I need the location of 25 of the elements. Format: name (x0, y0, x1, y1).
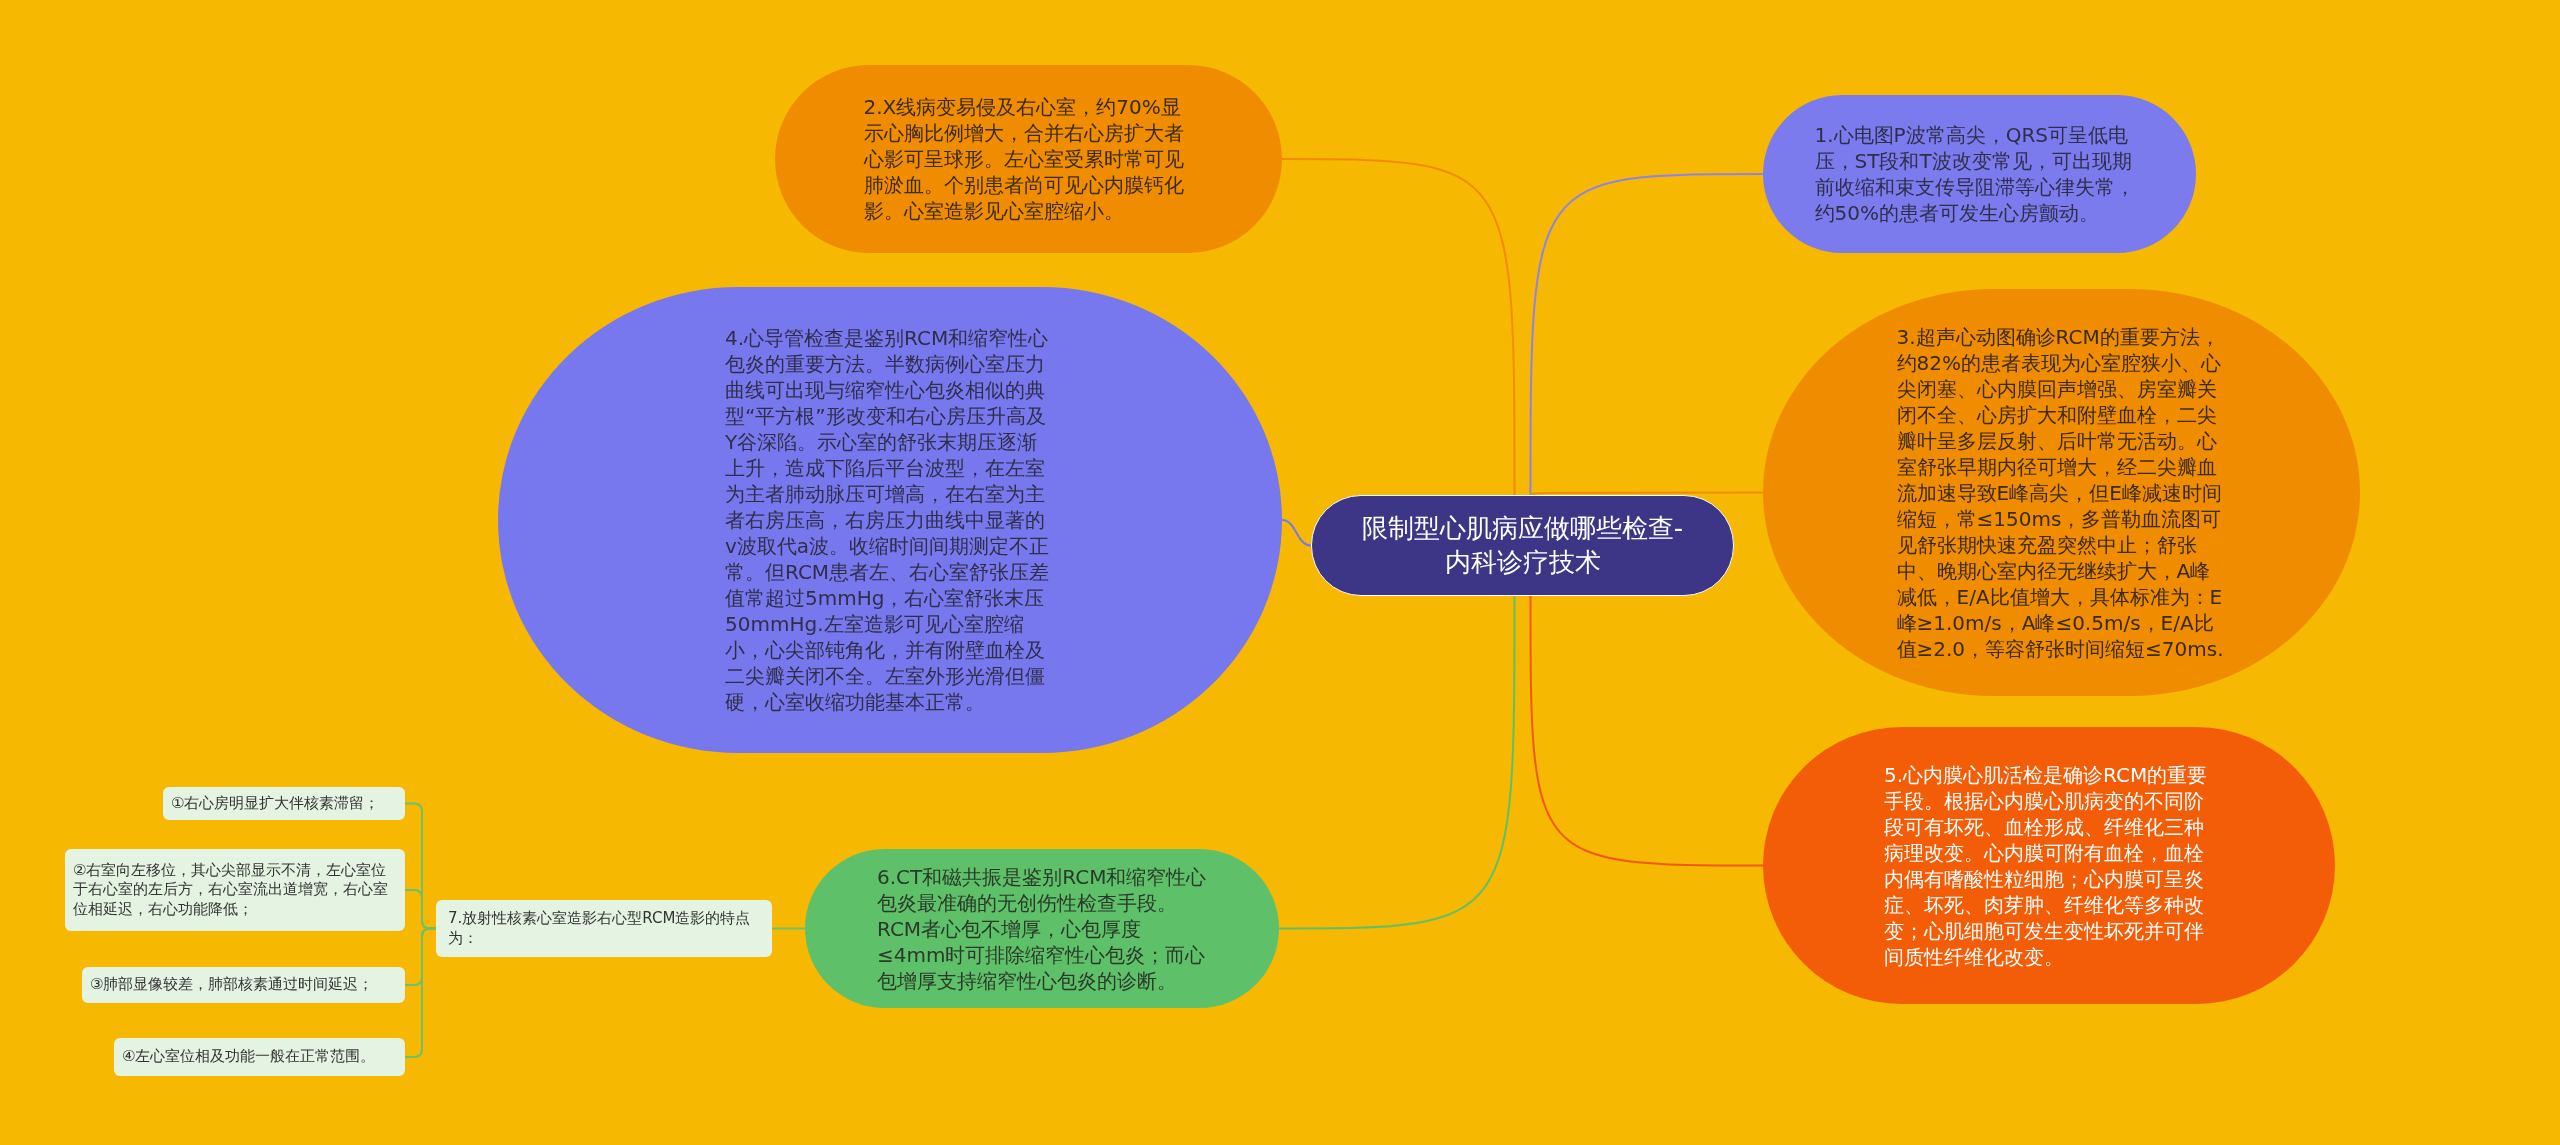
subtopic-box (82, 967, 405, 1003)
connector-line (404, 927, 437, 1058)
topic-text: ①右心房明显扩大伴核素滞留； (171, 793, 381, 814)
topic-text: ③肺部显像较差，肺部核素通过时间延迟； (90, 975, 375, 995)
subtopic-box (65, 849, 405, 931)
subtopic-box (114, 1038, 405, 1076)
topic-text: 6.CT和磁共振是鉴别RCM和缩窄性心包炎最准确的无创伤性检查手段。RCM者心包不增厚，心包厚度≤4mm时可排除缩窄性心包炎；而心包增厚支持缩窄性心包炎的诊断。 (877, 863, 1207, 994)
connector-line (1529, 173, 1764, 496)
connector-line (1529, 595, 1764, 867)
topic-text: 4.心导管检查是鉴别RCM和缩窄性心包炎的重要方法。半数病例心室压力曲线可出现与缩窄性心包炎相似的典型“平方根”形改变和右心房压升高及Y谷深陷。示心室的舒张末期压逐渐上升，造成下陷后平台波型，在左室为主者肺动脉压可增高，在右室为主者右房压高，右房压力曲线中显著的v波取代a波。收缩时间间期测定不正常。但RCM患者左、右心室舒张压差值常超过5mmHg，右心室舒张末压50mmHg.左室造影可见心室腔缩小，心尖部钝角化，并有附壁血栓及二尖瓣关闭不全。左室外形光滑但僵硬，心室收缩功能基本正常。 (725, 325, 1051, 715)
connector-line (771, 927, 806, 930)
connector-line (1278, 595, 1516, 930)
topic-text: 1.心电图P波常高尖，QRS可呈低电压，ST段和T波改变常见，可出现期前收缩和束支传导阻滞等心律失常，约50%的患者可发生心房颤动。 (1814, 122, 2136, 226)
subtopic-box (163, 787, 405, 820)
topic-text: 7.放射性核素心室造影右心型RCM造影的特点为： (448, 909, 752, 948)
connector-line (1529, 491, 1764, 496)
topic-text: 5.心内膜心肌活检是确诊RCM的重要手段。根据心内膜心肌病变的不同阶段可有坏死、血栓形成、纤维化三种病理改变。心内膜可附有血栓，血栓内偶有嗜酸性粒细胞；心内膜可呈炎症、坏死、肉芽肿、纤维化等多种改变；心肌细胞可发生变性坏死并可伴间质性纤维化改变。 (1884, 761, 2209, 970)
topic-text: ②右室向左移位，其心尖部显示不清，左心室位于右心室的左后方，右心室流出道增宽，右心室位相延迟，右心功能降低； (73, 860, 389, 920)
topic-text: 限制型心肌病应做哪些检查-内科诊疗技术 (1360, 511, 1685, 579)
connector-line (1281, 519, 1312, 547)
topic-text: 2.X线病变易侵及右心室，约70%显示心胸比例增大，合并右心房扩大者心影可呈球形。左心室受累时常可见肺淤血。个别患者尚可见心内膜钙化影。心室造影见心室腔缩小。 (863, 94, 1185, 224)
subtopic-box (436, 900, 772, 957)
topic-text: 3.超声心动图确诊RCM的重要方法，约82%的患者表现为心室腔狭小、心尖闭塞、心内膜回声增强、房室瓣关闭不全、心房扩大和附壁血栓，二尖瓣叶呈多层反射、后叶常无活动。心室舒张早期内径可增大，经二尖瓣血流加速导致E峰高尖，但E峰减速时间缩短，常≤150ms，多普勒血流图可见舒张期快速充盈突然中止；舒张中、晚期心室内径无继续扩大，A峰减低，E/A比值增大，具体标准为：E峰≥1.0m/s，A峰≤0.5m/s，E/A比值≥2.0，等容舒张时间缩短≤70ms. (1896, 323, 2225, 662)
connector-line (1281, 158, 1516, 496)
topic-text: ④左心室位相及功能一般在正常范围。 (122, 1047, 377, 1067)
